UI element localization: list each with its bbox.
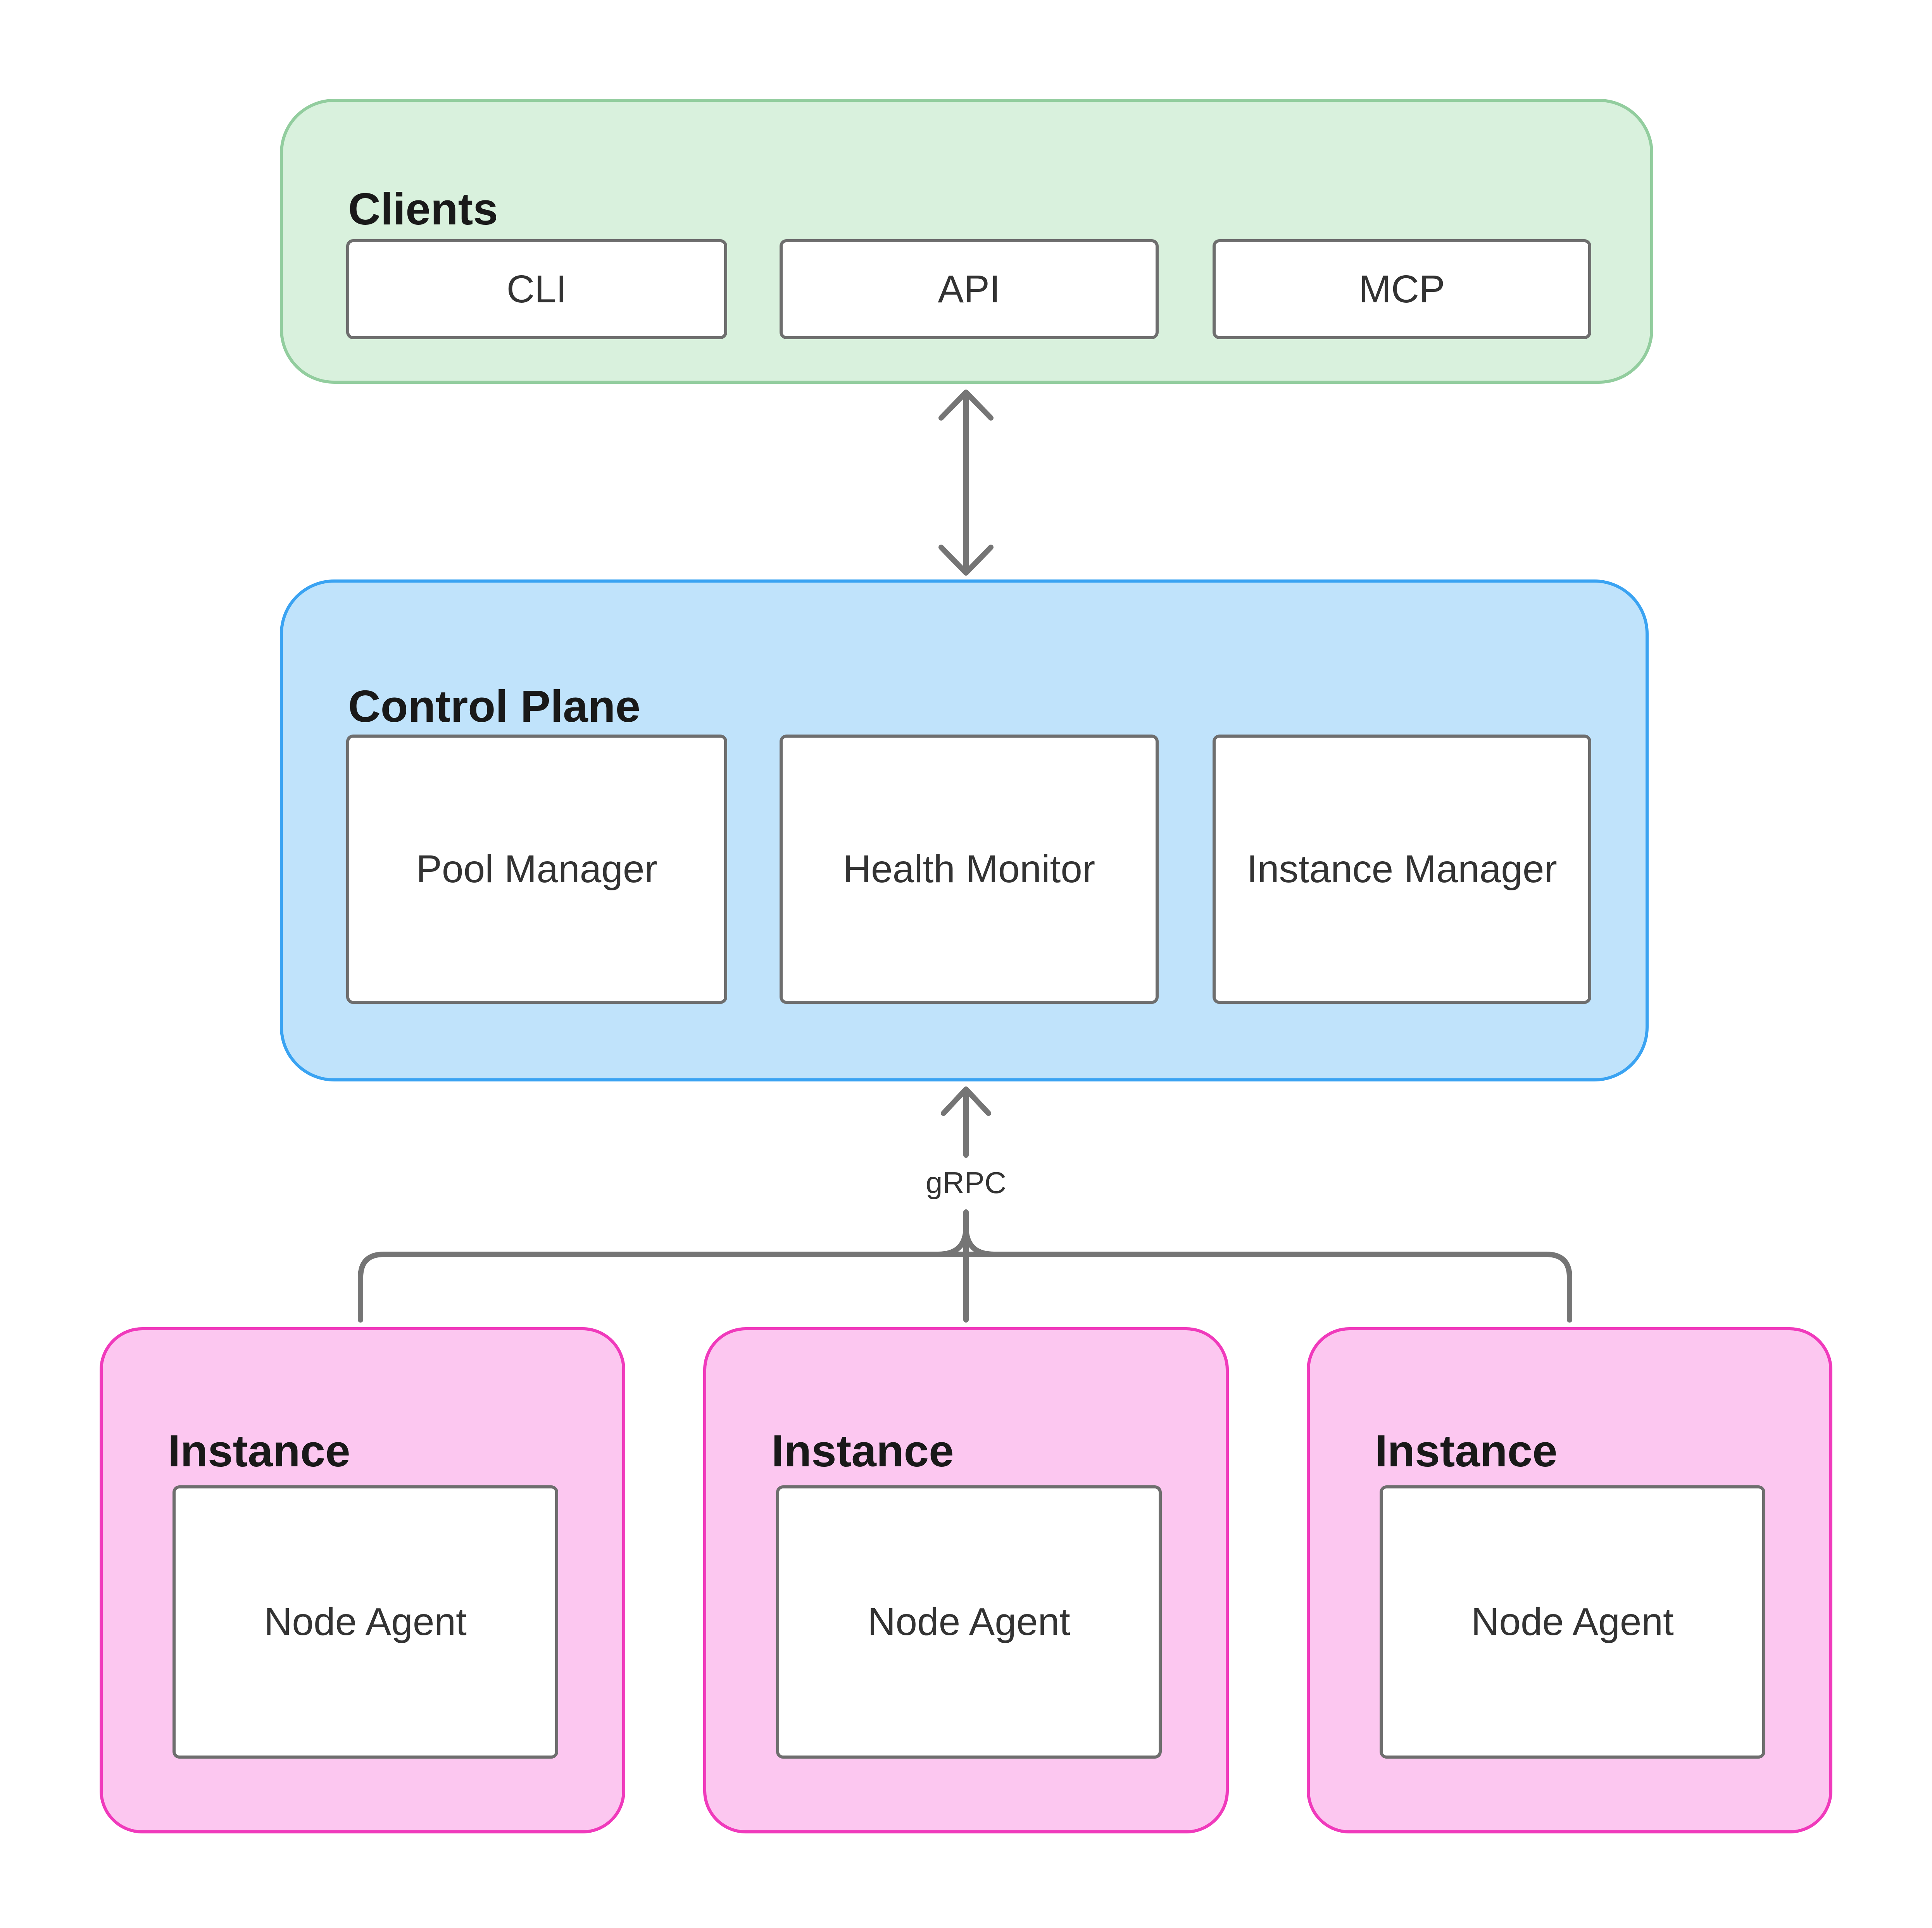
- grpc-fanout-branch: [358, 1209, 1572, 1323]
- client-node-api-label: API: [938, 267, 1000, 311]
- instance-3-node-agent: Node Agent: [1380, 1485, 1765, 1759]
- clients-control-bidirectional-arrow: [938, 390, 994, 576]
- control-node-health-monitor: Health Monitor: [780, 735, 1159, 1004]
- branch-horizontal-with-elbows: [358, 1252, 1572, 1323]
- control-node-instance-manager: Instance Manager: [1213, 735, 1591, 1004]
- instance-group-2-title: Instance: [771, 1426, 954, 1476]
- control-node-health-monitor-label: Health Monitor: [843, 847, 1095, 891]
- clients-group-title: Clients: [348, 184, 498, 235]
- instance-group-1: Instance Node Agent: [100, 1327, 625, 1833]
- branch-junction-fillet-left: [935, 1224, 969, 1257]
- clients-control-arrow-head-up: [938, 390, 994, 421]
- control-node-instance-manager-label: Instance Manager: [1247, 847, 1557, 891]
- client-node-cli-label: CLI: [506, 267, 567, 311]
- instance-2-node-agent-label: Node Agent: [868, 1600, 1070, 1643]
- client-node-mcp-label: MCP: [1359, 267, 1445, 311]
- grpc-arrow-head-up: [941, 1086, 991, 1116]
- clients-control-arrow-head-down: [938, 545, 994, 576]
- grpc-arrow: [941, 1086, 991, 1158]
- branch-junction-fillet-right: [963, 1224, 997, 1257]
- instance-group-2: Instance Node Agent: [703, 1327, 1229, 1833]
- client-node-cli: CLI: [346, 239, 727, 339]
- control-plane-group: Control Plane Pool Manager Health Monito…: [280, 579, 1649, 1081]
- instance-1-node-agent-label: Node Agent: [264, 1600, 467, 1643]
- control-node-pool-manager-label: Pool Manager: [416, 847, 657, 891]
- instance-1-node-agent: Node Agent: [172, 1485, 558, 1759]
- client-node-mcp: MCP: [1213, 239, 1591, 339]
- control-plane-group-title: Control Plane: [348, 681, 641, 732]
- instance-group-3-title: Instance: [1375, 1426, 1558, 1476]
- instance-2-node-agent: Node Agent: [776, 1485, 1162, 1759]
- instance-group-3: Instance Node Agent: [1307, 1327, 1832, 1833]
- grpc-label: gRPC: [925, 1166, 1007, 1200]
- control-node-pool-manager: Pool Manager: [346, 735, 727, 1004]
- instance-3-node-agent-label: Node Agent: [1471, 1600, 1674, 1643]
- clients-group: Clients CLI API MCP: [280, 99, 1653, 384]
- client-node-api: API: [780, 239, 1159, 339]
- instance-group-1-title: Instance: [168, 1426, 350, 1476]
